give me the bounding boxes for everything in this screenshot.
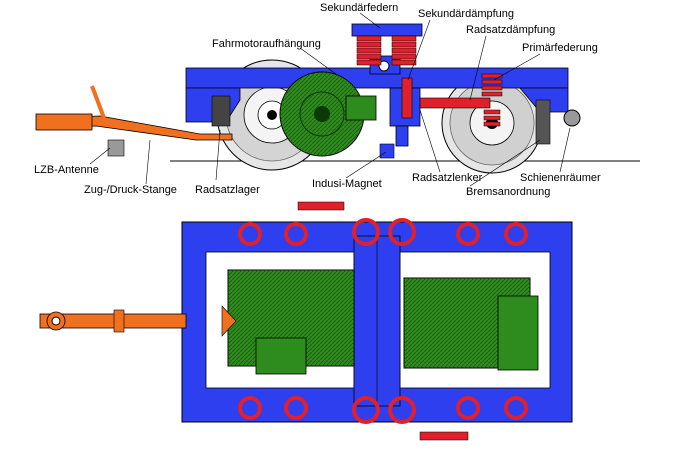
- brake-assembly-side: [535, 99, 581, 145]
- traction-rod-side: [35, 85, 233, 157]
- label-axle-bearing: Radsatzlager: [195, 184, 260, 196]
- label-rail-guard: Schienenräumer: [520, 172, 601, 184]
- spring-rings-top: [238, 218, 528, 424]
- label-wheelset-link: Radsatzlenker: [412, 172, 483, 184]
- label-brake-arrangement: Bremsanordnung: [466, 186, 551, 198]
- dampers-top: [297, 201, 469, 441]
- label-traction-rod: Zug-/Druck-Stange: [84, 184, 177, 196]
- secondary-springs-side: [351, 23, 423, 66]
- label-secondary-springs: Sekundärfedern: [320, 2, 399, 14]
- traction-motor-top-left: [227, 269, 355, 375]
- label-indusi-magnet: Indusi-Magnet: [312, 178, 382, 190]
- traction-motor-top-right: [403, 277, 539, 371]
- label-lzb-antenna: LZB-Antenne: [34, 164, 99, 176]
- secondary-damper: [401, 77, 413, 119]
- frame-side-view: [185, 55, 569, 147]
- label-secondary-damping: Sekundärdämpfung: [418, 8, 515, 20]
- primary-suspension-side: [419, 73, 503, 127]
- label-motor-suspension: Fahrmotoraufhängung: [212, 38, 321, 50]
- traction-motor-side: [279, 71, 377, 157]
- indusi-magnet-side: [379, 143, 395, 159]
- traction-rod-top: [39, 305, 237, 337]
- leader-lines: [89, 12, 571, 187]
- label-wheelset-damping: Radsatzdämpfung: [466, 24, 556, 36]
- label-primary-suspension: Primärfederung: [522, 42, 598, 54]
